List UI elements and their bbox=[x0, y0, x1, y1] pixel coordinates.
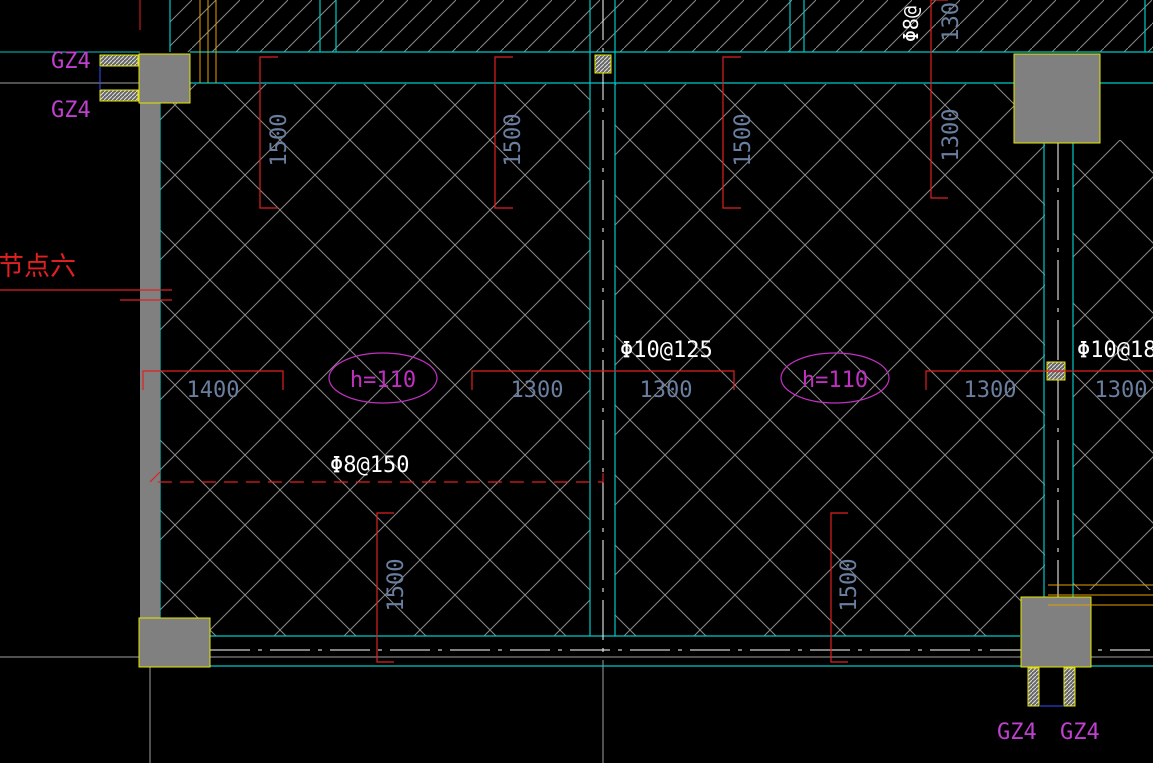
column-top-left[interactable] bbox=[138, 53, 191, 104]
dim-1500-d: 1500 bbox=[384, 559, 409, 612]
slab-mark-left: h=110 bbox=[350, 368, 416, 393]
column-bottom-right[interactable] bbox=[1020, 596, 1092, 668]
gz-tag-top-1: GZ4 bbox=[51, 49, 91, 74]
dim-1300-d: 1300 bbox=[1095, 378, 1148, 403]
dim-1500-c: 1500 bbox=[731, 114, 756, 167]
slab-mark-right: h=110 bbox=[802, 368, 868, 393]
rebar-label-top-partial: Φ8@ bbox=[899, 6, 923, 42]
beam-lines bbox=[159, 0, 1153, 667]
rebar-lines bbox=[0, 0, 1153, 663]
dim-1500-b: 1500 bbox=[501, 114, 526, 167]
dim-1500-e: 1500 bbox=[837, 559, 862, 612]
rebar-label-bottom: Φ8@150 bbox=[330, 453, 409, 478]
bottom-right-ticks bbox=[1048, 584, 1153, 606]
slab-mark-right-ellipse[interactable] bbox=[780, 352, 890, 404]
dim-1300-c: 1300 bbox=[964, 378, 1017, 403]
dim-1300-b: 1300 bbox=[640, 378, 693, 403]
slab-mark-left-ellipse[interactable] bbox=[328, 352, 438, 404]
node-label: 节点六 bbox=[0, 252, 76, 282]
top-left-marks bbox=[139, 0, 217, 83]
gz-small-columns bbox=[99, 54, 1076, 707]
dim-1300-a: 1300 bbox=[511, 378, 564, 403]
dim-130-top: 130 bbox=[939, 2, 964, 42]
dim-1300-vert: 1300 bbox=[939, 109, 964, 162]
slab-far-right-hatch bbox=[1073, 140, 1153, 590]
left-wall bbox=[140, 100, 160, 620]
rebar-label-center: Φ10@125 bbox=[620, 338, 713, 363]
slab-left-hatch bbox=[160, 84, 590, 636]
dim-1500-a: 1500 bbox=[267, 114, 292, 167]
gz-tag-bottom-2: GZ4 bbox=[1060, 720, 1100, 745]
dim-1400: 1400 bbox=[187, 378, 240, 403]
rebar-label-right: Φ10@18 bbox=[1077, 338, 1153, 363]
gz-tag-bottom-1: GZ4 bbox=[997, 720, 1037, 745]
top-strip-hatch bbox=[170, 0, 1153, 52]
column-bottom-left[interactable] bbox=[138, 617, 211, 668]
slab-right-hatch bbox=[615, 84, 1045, 636]
gz-tag-top-2: GZ4 bbox=[51, 98, 91, 123]
column-top-right[interactable] bbox=[1013, 53, 1101, 144]
